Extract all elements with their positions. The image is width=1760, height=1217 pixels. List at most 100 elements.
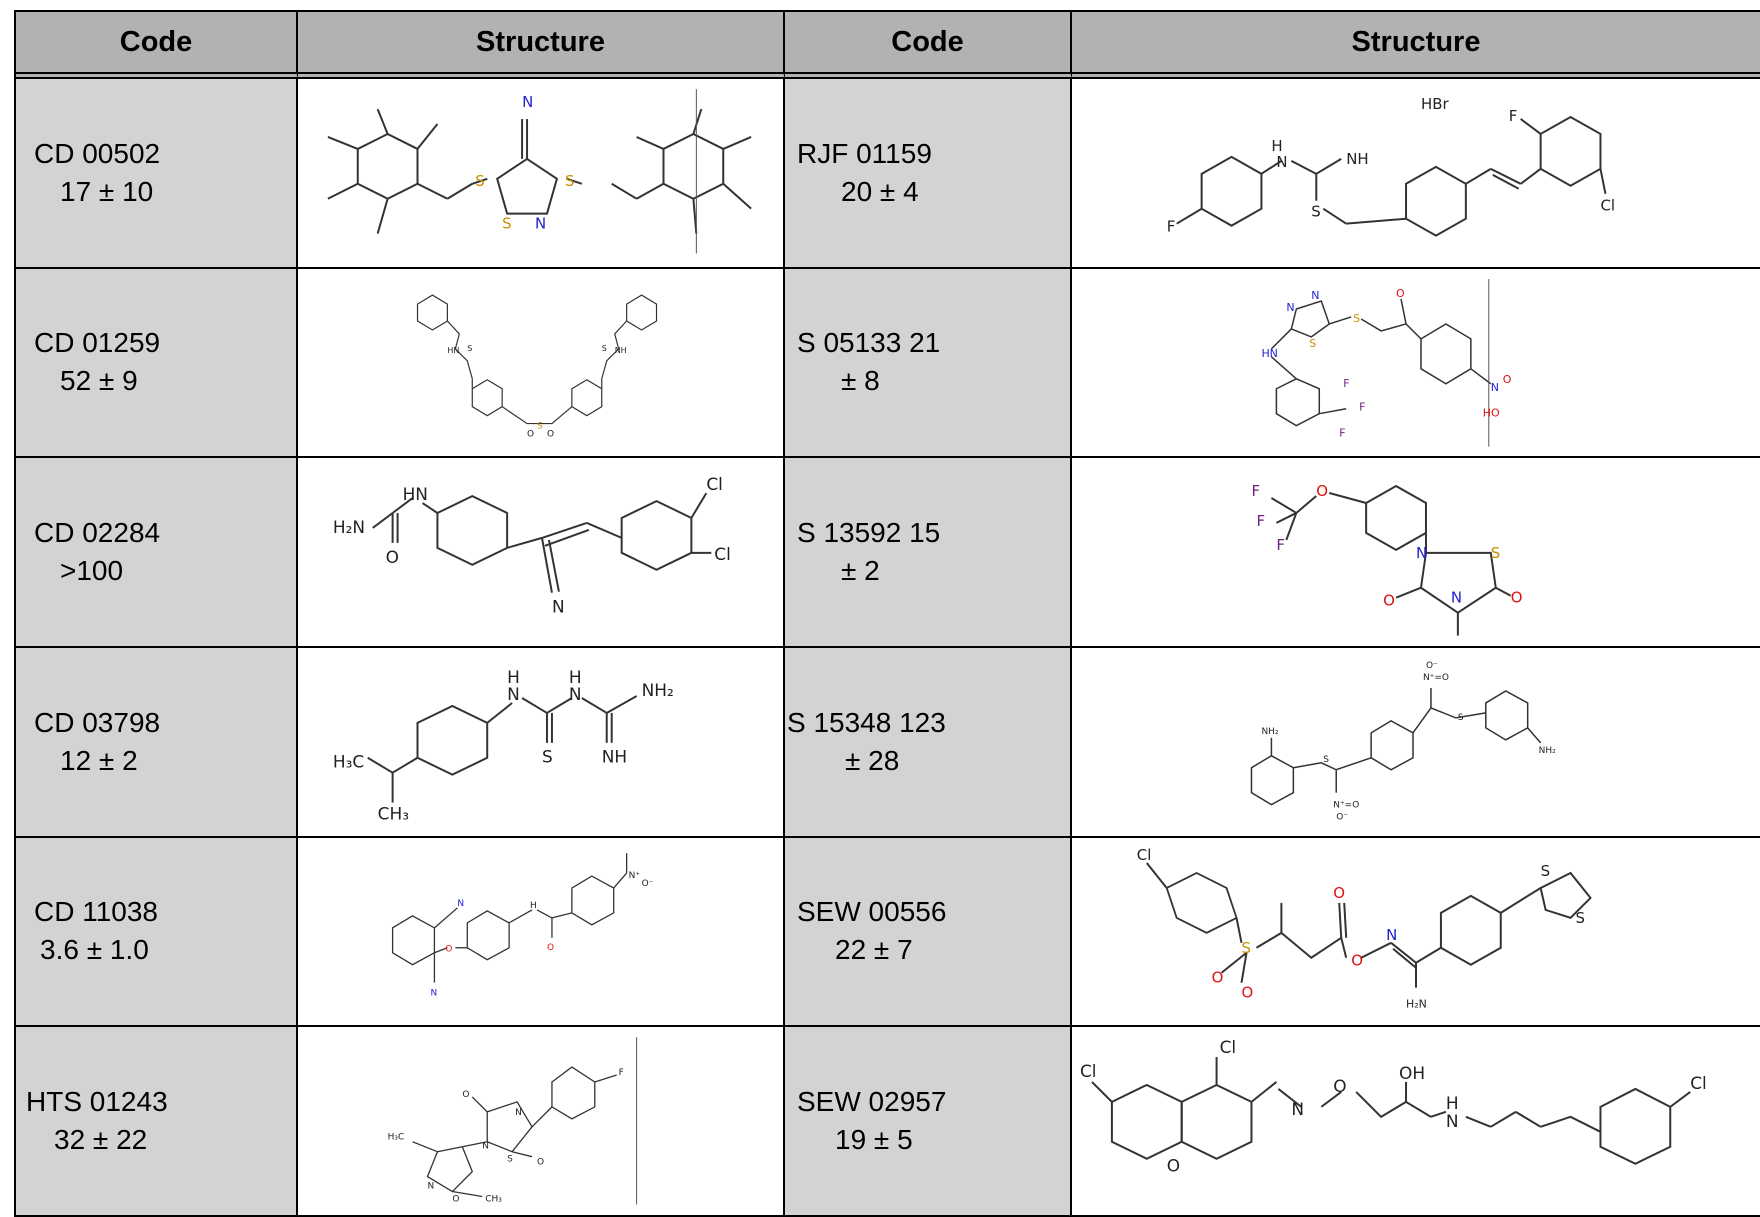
svg-text:S: S xyxy=(1311,203,1320,221)
svg-text:N: N xyxy=(1276,153,1287,171)
svg-text:S: S xyxy=(1309,337,1316,350)
compound-value: >100 xyxy=(60,555,124,587)
svg-text:O: O xyxy=(1316,482,1328,500)
svg-text:O⁻: O⁻ xyxy=(642,879,654,889)
svg-text:O: O xyxy=(527,429,534,439)
code-cell: SEW 02957 19 ± 5 xyxy=(785,1027,1072,1217)
molecule-drawing: F OO NN S H₃C NO CH₃ xyxy=(388,1037,638,1205)
header-structure-1: Structure xyxy=(298,12,785,79)
svg-text:S: S xyxy=(502,215,511,233)
structure-image: H₂N HN O N Cl Cl xyxy=(298,458,785,648)
svg-text:S: S xyxy=(602,344,607,353)
svg-text:N: N xyxy=(482,1142,489,1152)
svg-text:S: S xyxy=(507,1155,513,1165)
header-code-1: Code xyxy=(16,12,298,79)
svg-text:O: O xyxy=(462,1090,469,1100)
svg-text:N: N xyxy=(552,597,565,617)
svg-text:H₂N: H₂N xyxy=(1406,997,1427,1010)
svg-text:O: O xyxy=(386,547,399,567)
svg-text:NH₂: NH₂ xyxy=(642,680,674,700)
compound-code: S 13592 15 xyxy=(797,517,941,549)
svg-text:H: H xyxy=(507,667,520,687)
molecule-drawing: Cl S OO O O N H₂N SS xyxy=(1137,846,1592,1010)
molecule-drawing: F HN NH S HBr F Cl xyxy=(1167,95,1615,237)
compound-value: 32 ± 22 xyxy=(54,1124,148,1156)
svg-text:S: S xyxy=(467,344,472,353)
svg-text:S: S xyxy=(1323,755,1329,765)
molecule-drawing: NN SS O HN FFF NO HO xyxy=(1261,278,1511,447)
svg-text:NH: NH xyxy=(1346,150,1368,168)
svg-text:O: O xyxy=(1396,287,1405,300)
code-cell: S 13592 15 ± 2 xyxy=(785,458,1072,648)
svg-text:NH: NH xyxy=(615,346,627,355)
svg-text:Cl: Cl xyxy=(1220,1037,1237,1057)
svg-text:N: N xyxy=(507,684,520,704)
svg-text:F: F xyxy=(1251,482,1260,500)
svg-text:N⁺=O: N⁺=O xyxy=(1423,673,1449,683)
svg-text:F: F xyxy=(1256,512,1265,530)
svg-text:N: N xyxy=(457,899,464,909)
svg-text:N: N xyxy=(1491,380,1499,393)
svg-text:Cl: Cl xyxy=(706,474,723,494)
molecule-drawing: N S S S N xyxy=(327,89,752,254)
svg-text:Cl: Cl xyxy=(1600,197,1615,215)
svg-text:O: O xyxy=(547,429,554,439)
svg-text:H₃C: H₃C xyxy=(333,752,364,772)
svg-text:H: H xyxy=(569,667,582,687)
molecule-drawing: H₃C CH₃ HN HN NH₂ S NH xyxy=(333,667,674,823)
svg-text:F: F xyxy=(619,1068,624,1078)
svg-text:O: O xyxy=(547,942,554,952)
svg-text:N: N xyxy=(522,93,533,111)
svg-text:O: O xyxy=(537,1158,544,1168)
svg-text:NH₂: NH₂ xyxy=(1539,746,1556,756)
svg-text:N: N xyxy=(569,684,582,704)
compound-code: CD 03798 xyxy=(34,706,161,738)
molecule-drawing: Cl Cl N O OH HN O Cl xyxy=(1080,1037,1707,1176)
code-cell: CD 01259 52 ± 9 xyxy=(16,268,298,459)
compound-value: ± 28 xyxy=(845,744,900,776)
svg-text:Cl: Cl xyxy=(1137,846,1152,864)
code-cell: SEW 00556 22 ± 7 xyxy=(785,837,1072,1028)
svg-text:H: H xyxy=(1271,137,1282,155)
svg-text:O: O xyxy=(1242,983,1254,1001)
svg-text:F: F xyxy=(1343,376,1349,389)
svg-text:S: S xyxy=(1242,938,1251,956)
compound-code: RJF 01159 xyxy=(797,137,932,169)
compound-value: ± 2 xyxy=(841,555,880,587)
code-cell: CD 03798 12 ± 2 xyxy=(16,648,298,838)
code-cell: CD 02284 >100 xyxy=(16,458,298,648)
svg-text:S: S xyxy=(1491,544,1500,562)
svg-text:N: N xyxy=(1311,289,1319,302)
svg-text:HO: HO xyxy=(1483,406,1500,419)
code-cell: HTS 01243 32 ± 22 xyxy=(16,1027,298,1217)
compound-value: ± 8 xyxy=(841,365,880,397)
svg-text:N: N xyxy=(1386,925,1397,943)
svg-text:H₂N: H₂N xyxy=(333,517,365,537)
code-cell: CD 11038 3.6 ± 1.0 xyxy=(16,837,298,1028)
svg-text:O⁻: O⁻ xyxy=(1426,661,1438,671)
svg-text:O: O xyxy=(1167,1156,1180,1176)
svg-text:Cl: Cl xyxy=(1080,1061,1097,1081)
svg-text:N⁺: N⁺ xyxy=(629,871,641,881)
svg-text:S: S xyxy=(542,747,553,767)
svg-text:HN: HN xyxy=(1261,347,1277,360)
code-cell: CD 00502 17 ± 10 xyxy=(16,79,298,269)
svg-text:S: S xyxy=(1458,713,1464,723)
svg-text:O: O xyxy=(452,1195,459,1205)
code-cell: S 05133 21 ± 8 xyxy=(785,268,1072,459)
compound-code: HTS 01243 xyxy=(26,1086,168,1118)
compound-value: 17 ± 10 xyxy=(60,175,154,207)
svg-text:F: F xyxy=(1359,400,1365,413)
svg-text:NH: NH xyxy=(602,747,627,767)
svg-text:N: N xyxy=(515,1108,522,1118)
svg-text:O: O xyxy=(1351,951,1363,969)
svg-text:H: H xyxy=(1446,1093,1459,1113)
compound-code: CD 00502 xyxy=(34,137,161,169)
svg-text:H₃C: H₃C xyxy=(388,1133,405,1143)
svg-text:S: S xyxy=(1576,909,1585,927)
compound-value: 3.6 ± 1.0 xyxy=(40,934,149,966)
